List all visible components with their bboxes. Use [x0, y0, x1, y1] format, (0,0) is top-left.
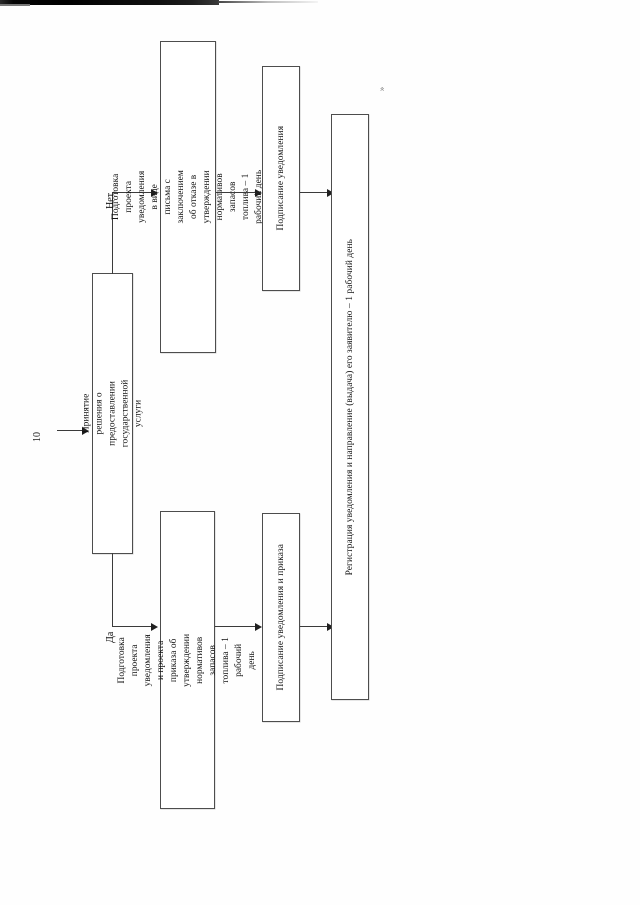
- yes-branch-connector: [112, 626, 152, 627]
- no-branch-arrow-icon: [151, 189, 158, 197]
- yes-branch-arrow-icon: [151, 623, 158, 631]
- node-prepare-approval-label: Подготовка проекта уведомления и проекта…: [117, 633, 257, 687]
- page-number-pointer-line: [57, 430, 83, 431]
- node-prepare-refusal-label: Подготовка проекта уведомления в виде пи…: [111, 170, 264, 224]
- node-register-and-send: Регистрация уведомления и направление (в…: [331, 114, 369, 700]
- connector-sign-to-register-no: [300, 192, 333, 193]
- node-prepare-approval: Подготовка проекта уведомления и проекта…: [117, 511, 257, 809]
- node-sign-notice-and-order-label: Подписание уведомления и приказа: [275, 544, 286, 691]
- scan-edge-artifact-tail: [218, 1, 318, 3]
- connector-approval-to-sign-arrow-icon: [255, 623, 262, 631]
- stray-mark: »: [376, 86, 387, 92]
- connector-sign-to-register-yes: [300, 626, 333, 627]
- decision-node: Принятие решения о предоставлении госуда…: [81, 273, 143, 554]
- no-branch-connector: [112, 192, 152, 193]
- node-prepare-refusal: Подготовка проекта уведомления в виде пи…: [111, 41, 264, 353]
- decision-node-label: Принятие решения о предоставлении госуда…: [81, 379, 143, 448]
- node-register-and-send-label: Регистрация уведомления и направление (в…: [344, 238, 355, 576]
- connector-sign-to-register-no-arrow-icon: [327, 189, 334, 197]
- connector-refusal-to-sign: [216, 192, 257, 193]
- scan-edge-artifact-secondary: [0, 4, 30, 6]
- node-sign-notice: Подписание уведомления: [262, 66, 300, 291]
- connector-approval-to-sign: [215, 626, 257, 627]
- connector-sign-to-register-yes-arrow-icon: [327, 623, 334, 631]
- page-number-pointer-arrow-icon: [82, 427, 89, 435]
- page-number: 10: [32, 432, 43, 442]
- connector-refusal-to-sign-arrow-icon: [255, 189, 262, 197]
- node-sign-notice-label: Подписание уведомления: [275, 126, 286, 231]
- node-sign-notice-and-order: Подписание уведомления и приказа: [262, 513, 300, 722]
- no-branch-stem: [112, 192, 113, 274]
- yes-branch-stem: [112, 553, 113, 627]
- scan-edge-artifact: [0, 0, 219, 5]
